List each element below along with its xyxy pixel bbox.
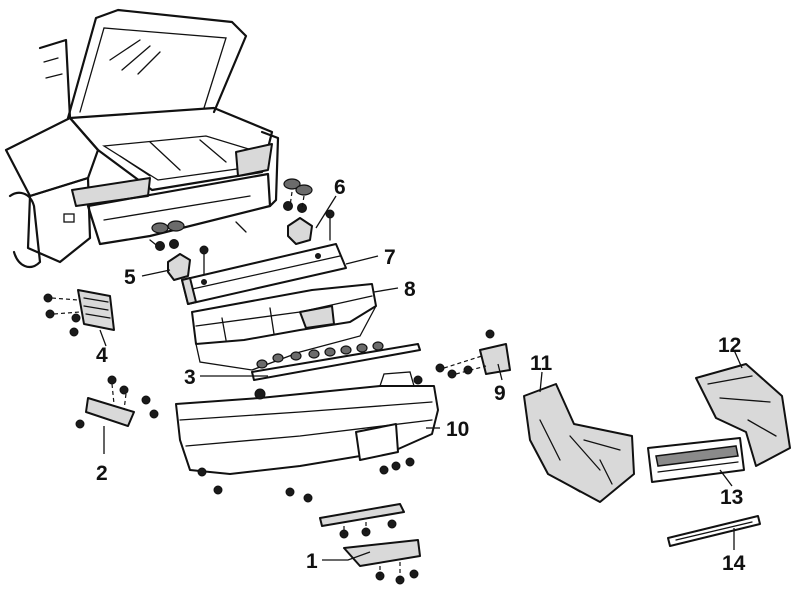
part-2-lower-bracket <box>75 375 159 429</box>
part-6-right-bracket <box>283 178 335 245</box>
bumper-clip <box>295 184 313 196</box>
leader-lines <box>99 195 743 561</box>
bolt <box>169 239 179 249</box>
callout-7: 7 <box>384 246 396 269</box>
screw <box>75 419 85 429</box>
part-3-bumper-molding <box>251 341 421 381</box>
screw <box>119 385 129 395</box>
part-1-lower-supports <box>319 503 421 585</box>
callout-10: 10 <box>446 418 469 441</box>
bolt <box>254 388 266 400</box>
callout-3: 3 <box>184 366 196 389</box>
callout-labels: 1 2 3 4 5 6 7 8 9 10 11 12 13 14 <box>96 176 746 575</box>
screw <box>71 313 81 323</box>
callout-12: 12 <box>718 334 741 357</box>
part-14-lower-strip <box>667 515 761 547</box>
callout-9: 9 <box>494 382 506 405</box>
callout-13: 13 <box>720 486 743 509</box>
screw <box>149 409 159 419</box>
bumper-clip <box>167 220 185 232</box>
callout-4: 4 <box>96 344 108 367</box>
car-rear-body <box>4 8 280 269</box>
part-9-right-side-retainer <box>435 329 511 379</box>
bolt <box>325 209 335 219</box>
callout-6: 6 <box>334 176 346 199</box>
part-5-left-bracket <box>151 220 209 281</box>
callout-5: 5 <box>124 266 136 289</box>
callout-11: 11 <box>530 352 553 375</box>
bolt <box>283 201 293 211</box>
part-13-license-panel <box>647 437 745 483</box>
part-10-bumper-cover <box>175 371 439 503</box>
part-4-left-side-retainer <box>43 289 115 337</box>
callout-1: 1 <box>306 550 318 573</box>
bolt <box>297 203 307 213</box>
bumper-clip <box>151 222 169 234</box>
part-11-left-liner <box>523 383 635 503</box>
part-12-right-liner <box>695 363 791 467</box>
screw <box>43 293 53 303</box>
right-tail-lamp <box>235 143 273 177</box>
screw <box>141 395 151 405</box>
part-8-energy-absorber <box>191 283 377 371</box>
screw <box>107 375 117 385</box>
callout-2: 2 <box>96 462 108 485</box>
callout-8: 8 <box>404 278 416 301</box>
bolt <box>199 245 209 255</box>
screw <box>485 329 495 339</box>
screw <box>435 363 445 373</box>
bolt <box>155 241 165 251</box>
bolt <box>413 375 423 385</box>
license-plate-recess <box>355 423 399 461</box>
body-side-marker <box>63 213 75 223</box>
screw <box>447 369 457 379</box>
part-7-bumper-reinforcement <box>181 243 347 305</box>
callout-14: 14 <box>722 552 746 575</box>
bumper-clip <box>283 178 301 190</box>
screw <box>69 327 79 337</box>
screw <box>45 309 55 319</box>
